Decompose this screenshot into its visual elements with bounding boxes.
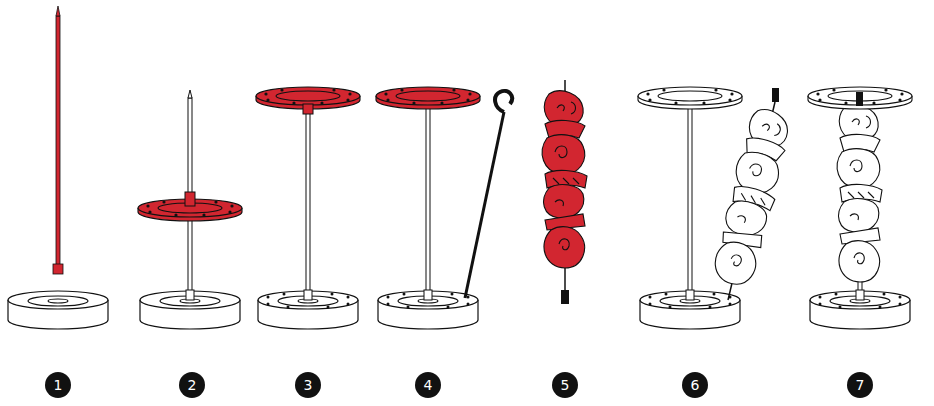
callout-number: 1 (54, 378, 63, 392)
callout-number: 7 (856, 378, 865, 392)
callout-number: 6 (691, 378, 700, 392)
callout-number: 5 (561, 378, 570, 392)
step-number-circle: 4 (415, 372, 441, 398)
callout-number: 4 (424, 378, 433, 392)
step-number-circle: 7 (847, 372, 873, 398)
step-number-circle: 6 (682, 372, 708, 398)
step-number-circle: 1 (45, 372, 71, 398)
step-number-circle: 5 (552, 372, 578, 398)
step-number-circle: 3 (295, 372, 321, 398)
step-number-circle: 2 (179, 372, 205, 398)
callout-number: 2 (188, 378, 197, 392)
callout-number: 3 (304, 378, 313, 392)
